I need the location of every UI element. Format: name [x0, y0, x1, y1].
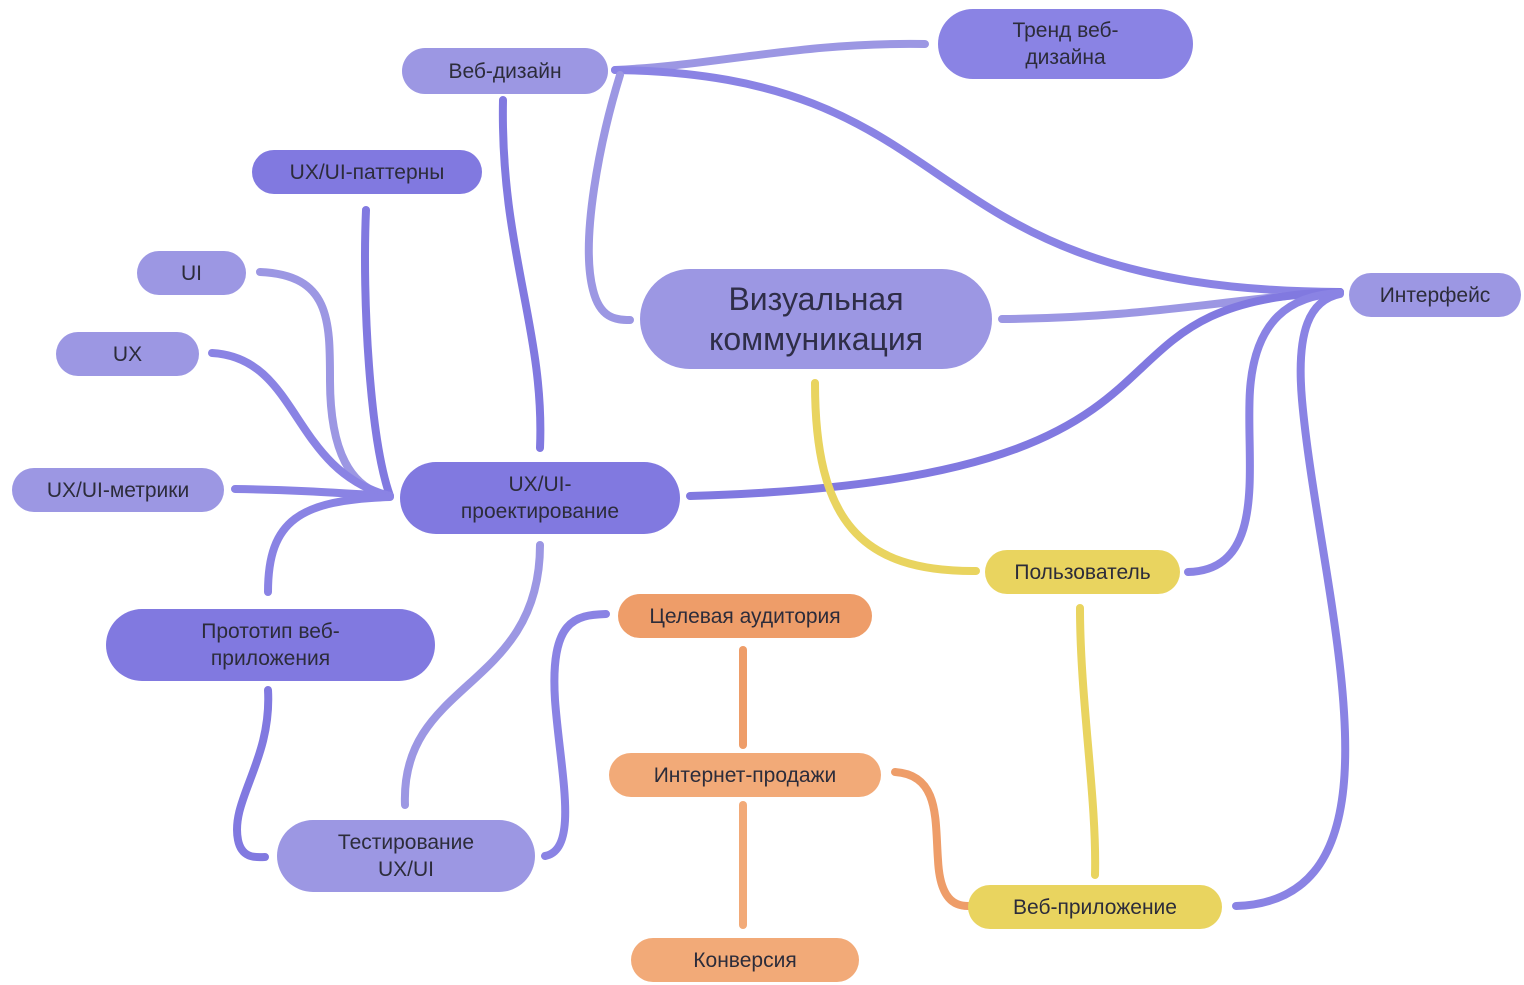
node-testing-label: Тестирование UX/UI	[337, 831, 475, 881]
node-interface[interactable]: Интерфейс	[1349, 273, 1521, 317]
edge-central-user	[811, 379, 980, 576]
edge-user-webapp	[1076, 604, 1100, 879]
edge-uxui-testing	[400, 541, 544, 809]
edge-webdesign-central	[584, 71, 634, 324]
node-ui[interactable]: UI	[137, 251, 246, 295]
node-conversion[interactable]: Конверсия	[631, 938, 859, 982]
node-web-design-trend-label: Тренд веб-дизайна	[1012, 19, 1119, 69]
edge-webdesign-uxui	[498, 96, 545, 452]
edge-webdesign-trend	[611, 39, 929, 74]
node-user[interactable]: Пользователь	[985, 550, 1180, 594]
node-online-sales[interactable]: Интернет-продажи	[609, 753, 881, 797]
node-ux-ui-metrics-label: UX/UI-метрики	[46, 478, 190, 502]
edge-ux-uxui	[208, 349, 394, 500]
edge-patterns-uxui	[361, 206, 394, 500]
node-central-label: Визуальная коммуникация	[708, 281, 924, 357]
node-target-audience-label: Целевая аудитория	[649, 604, 841, 628]
edge-user-interface	[1184, 289, 1344, 576]
node-ui-label: UI	[181, 261, 202, 285]
node-interface-label: Интерфейс	[1379, 283, 1491, 307]
node-ux-label: UX	[112, 342, 143, 366]
node-conversion-label: Конверсия	[693, 948, 797, 972]
node-ux-ui-design[interactable]: UX/UI-проектирование	[400, 462, 680, 534]
node-testing[interactable]: Тестирование UX/UI	[277, 820, 535, 892]
node-ux-ui-patterns-label: UX/UI-паттерны	[289, 160, 445, 184]
node-web-design-trend[interactable]: Тренд веб-дизайна	[938, 9, 1193, 79]
node-web-design[interactable]: Веб-дизайн	[402, 48, 608, 94]
node-ux[interactable]: UX	[56, 332, 199, 376]
node-web-design-label: Веб-дизайн	[448, 59, 562, 83]
node-ux-ui-metrics[interactable]: UX/UI-метрики	[12, 468, 224, 512]
edge-prototype-testing	[233, 686, 273, 862]
node-web-app[interactable]: Веб-приложение	[968, 885, 1222, 929]
node-target-audience[interactable]: Целевая аудитория	[618, 594, 872, 638]
node-user-label: Пользователь	[1014, 560, 1151, 584]
node-central[interactable]: Визуальная коммуникация	[640, 269, 992, 369]
node-online-sales-label: Интернет-продажи	[653, 763, 837, 787]
edge-uxui-interface	[686, 288, 1344, 500]
node-prototype-label: Прототип веб-приложения	[201, 620, 340, 670]
edge-prototype-uxui	[264, 493, 394, 596]
node-ux-ui-patterns[interactable]: UX/UI-паттерны	[252, 150, 482, 194]
edge-webdesign-interface	[611, 66, 1344, 296]
edge-sales-webapp	[891, 768, 972, 910]
node-ux-ui-design-label: UX/UI-проектирование	[460, 473, 620, 523]
edge-webapp-interface	[1232, 290, 1350, 910]
edge-testing-target	[541, 610, 610, 860]
node-web-app-label: Веб-приложение	[1013, 895, 1177, 919]
node-prototype[interactable]: Прототип веб-приложения	[106, 609, 435, 681]
